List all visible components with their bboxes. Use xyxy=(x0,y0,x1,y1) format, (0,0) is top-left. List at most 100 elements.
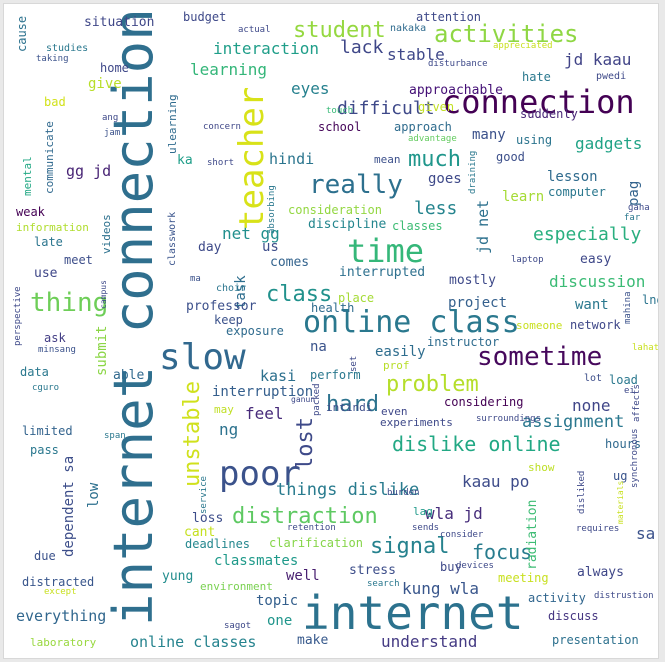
word-want: want xyxy=(575,297,609,313)
word-always: always xyxy=(577,565,624,580)
word-pass: pass xyxy=(30,443,59,457)
word-understand: understand xyxy=(381,632,478,651)
word-lng: lng xyxy=(642,293,658,307)
word-us: us xyxy=(262,239,279,255)
word-distracted: distracted xyxy=(22,575,95,589)
word-ug: ug xyxy=(613,469,628,483)
word-instructor: instructor xyxy=(427,335,500,349)
word-minsang: minsang xyxy=(38,345,76,355)
word-studies: studies xyxy=(46,43,89,54)
word-well: well xyxy=(286,568,320,584)
word-experiments: experiments xyxy=(380,416,453,429)
word-professor: professor xyxy=(186,299,257,314)
word-mostly: mostly xyxy=(449,273,496,288)
word-classwork: classwork xyxy=(167,211,178,266)
word-ask: ask xyxy=(44,331,66,345)
word-na: na xyxy=(310,339,327,355)
word-consider: consider xyxy=(440,530,484,540)
word-laboratory: laboratory xyxy=(30,636,97,649)
word-devices: devices xyxy=(456,561,494,571)
word-interruption: interruption xyxy=(212,384,314,400)
word-signal: signal xyxy=(370,534,450,559)
word-problem: problem xyxy=(386,372,479,397)
word-wla-jd: wla jd xyxy=(425,504,483,523)
word-learn: learn xyxy=(502,189,545,205)
word-day: day xyxy=(198,240,222,255)
word-time: time xyxy=(347,232,425,270)
word-mahina: mahina xyxy=(623,291,633,324)
word-classmates: classmates xyxy=(214,553,299,569)
word-gg-jd: gg jd xyxy=(66,162,112,180)
word-sometime: sometime xyxy=(477,342,603,372)
word-cause: cause xyxy=(15,15,29,52)
word-late: late xyxy=(34,235,63,249)
word-limited: limited xyxy=(22,424,73,438)
word-clarification: clarification xyxy=(269,536,363,550)
word-cguro: cguro xyxy=(32,383,60,393)
word-hate: hate xyxy=(522,70,551,84)
word-dependent-sa: dependent sa xyxy=(61,455,77,557)
word-activity: activity xyxy=(528,591,586,605)
word-concern: concern xyxy=(203,122,241,132)
word-given: given xyxy=(418,100,455,114)
word-easy: easy xyxy=(580,252,612,267)
word-using: using xyxy=(516,133,553,147)
word-intindi: intindi xyxy=(326,401,373,414)
word-exposure: exposure xyxy=(226,324,284,338)
word-thing: thing xyxy=(30,288,109,318)
word-perspective: perspective xyxy=(13,286,23,346)
word-synchronous: synchronous xyxy=(630,428,640,488)
word-class: class xyxy=(266,282,333,307)
word-unstable: unstable xyxy=(180,381,205,487)
word-cant: cant xyxy=(184,525,216,540)
word-goes: goes xyxy=(428,171,462,187)
word-activities: activities xyxy=(434,20,579,48)
word-network: network xyxy=(570,318,621,332)
word-jd-net: jd net xyxy=(474,199,492,254)
word-really: really xyxy=(309,170,403,200)
word-draining: draining xyxy=(468,150,478,194)
word-ka: ka xyxy=(177,153,193,168)
word-laptop: laptop xyxy=(511,255,544,265)
word-internet: internet xyxy=(302,586,524,640)
word-deadlines: deadlines xyxy=(185,537,251,551)
word-short: short xyxy=(207,158,235,168)
word-gadgets: gadgets xyxy=(575,134,643,153)
word-health: health xyxy=(311,301,355,315)
word-pwedi: pwedi xyxy=(596,71,627,82)
word-suddenly: suddenly xyxy=(520,107,578,121)
word-interrupted: interrupted xyxy=(339,265,426,280)
word-discipline: discipline xyxy=(308,217,387,232)
word-online-classes: online classes xyxy=(130,633,257,651)
word-classes: classes xyxy=(392,219,443,233)
word-ganun: ganun xyxy=(291,395,316,404)
word-distraction: distraction xyxy=(232,504,378,529)
word-perform: perform xyxy=(310,368,361,382)
word-hard: hard xyxy=(326,392,379,417)
word-due: due xyxy=(34,549,56,563)
word-service: service xyxy=(199,476,209,514)
word-interaction: interaction xyxy=(213,39,319,58)
word-comes: comes xyxy=(270,255,310,270)
word-may: may xyxy=(214,403,234,416)
word-taking: taking xyxy=(36,54,69,64)
word-communicate: communicate xyxy=(43,121,56,194)
word-stable: stable xyxy=(387,45,445,64)
word-keep: keep xyxy=(214,313,243,327)
word-topic: topic xyxy=(256,593,299,609)
word-videos: videos xyxy=(100,214,113,254)
word-far: far xyxy=(624,213,641,223)
word-campus: campus xyxy=(99,280,108,309)
word-loss: loss xyxy=(192,511,224,526)
word-computer: computer xyxy=(548,185,606,199)
word-budget: budget xyxy=(183,10,227,24)
word-learning: learning xyxy=(190,60,268,79)
word-disturbance: disturbance xyxy=(428,59,488,69)
word-stress: stress xyxy=(349,563,396,578)
word-actual: actual xyxy=(238,25,271,35)
word-prof: prof xyxy=(383,359,410,372)
word-retention: retention xyxy=(287,523,336,533)
word-yung: yung xyxy=(162,569,194,584)
word-nakaka: nakaka xyxy=(390,23,427,34)
word-mean: mean xyxy=(374,153,401,166)
